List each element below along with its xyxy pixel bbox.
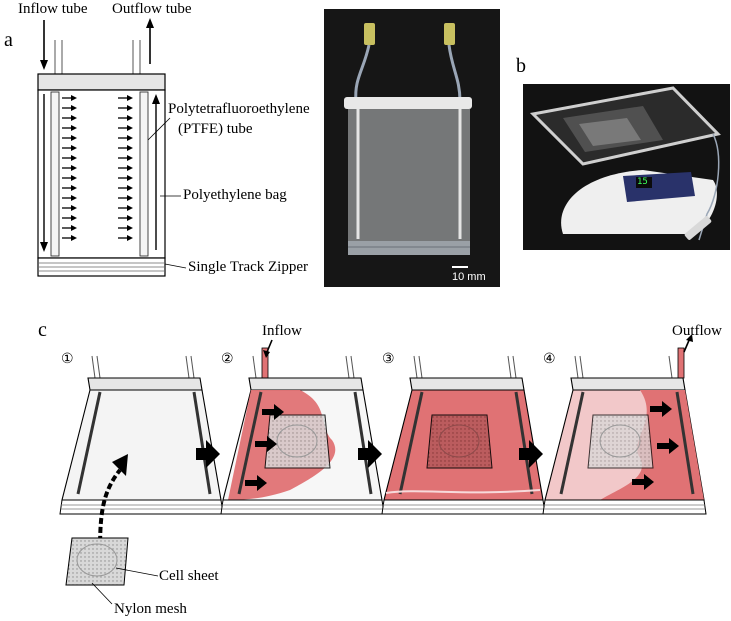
flow-arrow-left [62, 165, 77, 171]
zipper-label: Single Track Zipper [188, 259, 308, 275]
step-3-bag [381, 355, 546, 515]
inflow-tube-label: Inflow tube [18, 1, 88, 17]
bag-photo: 10 mm [324, 9, 500, 287]
cell-sheet-label: Cell sheet [159, 568, 219, 584]
flow-arrow-right [118, 205, 133, 211]
flow-arrow-right [118, 105, 133, 111]
nylon-mesh-label: Nylon mesh [114, 601, 187, 617]
flow-arrow-left [62, 115, 77, 121]
flow-arrow-left [62, 195, 77, 201]
flow-arrow-left [62, 145, 77, 151]
step-1-number: ① [61, 352, 74, 367]
device-display-value: 15 [637, 177, 648, 187]
step-arrow-3 [519, 440, 543, 468]
flow-arrow-left [62, 125, 77, 131]
step-1-bag [59, 355, 224, 605]
flow-arrow-left [62, 225, 77, 231]
flow-arrow-left [62, 235, 77, 241]
flow-arrow-left [62, 105, 77, 111]
outflow-label-c: Outflow [672, 323, 722, 339]
panel-letter-b: b [516, 55, 526, 77]
flow-arrow-left [62, 185, 77, 191]
step-arrow-2 [358, 440, 382, 468]
flow-arrow-right [118, 175, 133, 181]
flow-arrow-left [62, 205, 77, 211]
flow-arrow-left [62, 215, 77, 221]
flow-arrow-right [118, 95, 133, 101]
flow-arrow-right [118, 165, 133, 171]
flow-arrow-right [118, 185, 133, 191]
flow-arrow-right [118, 155, 133, 161]
panel-letter-a: a [4, 29, 13, 51]
flow-arrow-left [62, 155, 77, 161]
outflow-tube-label: Outflow tube [112, 1, 192, 17]
inflow-label-c: Inflow [262, 323, 302, 339]
flow-arrow-left [62, 175, 77, 181]
flow-arrow-right [118, 235, 133, 241]
panel-letter-c: c [38, 319, 47, 341]
flow-arrow-left [62, 95, 77, 101]
flow-arrow-right [118, 115, 133, 121]
step-4-bag [542, 334, 707, 515]
flow-arrow-right [118, 145, 133, 151]
step-2-bag [220, 339, 385, 515]
flow-arrow-right [118, 125, 133, 131]
flow-arrow-right [118, 225, 133, 231]
polyethylene-bag-label: Polyethylene bag [183, 187, 287, 203]
flow-arrow-right [118, 215, 133, 221]
scale-bar-label: 10 mm [452, 271, 486, 283]
device-photo: 15 [523, 84, 730, 250]
ptfe-label-line1: Polytetrafluoroethylene [168, 101, 310, 117]
flow-arrow-right [118, 195, 133, 201]
step-arrow-1 [196, 440, 220, 468]
flow-arrow-right [118, 135, 133, 141]
step-3-number: ③ [382, 352, 395, 367]
step-4-number: ④ [543, 352, 556, 367]
flow-arrow-left [62, 135, 77, 141]
step-2-number: ② [221, 352, 234, 367]
ptfe-label-line2: (PTFE) tube [178, 121, 253, 137]
